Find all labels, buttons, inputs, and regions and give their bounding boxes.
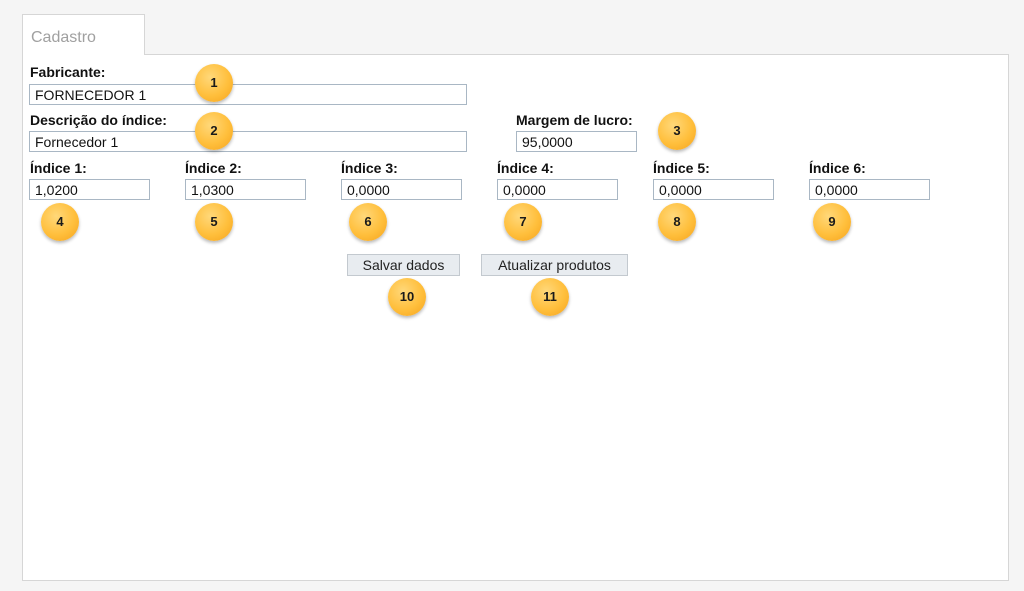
callout-badge: 5 <box>195 203 233 241</box>
indice-5-label: Índice 5: <box>653 160 710 176</box>
descricao-field[interactable] <box>29 131 467 152</box>
margem-field[interactable] <box>516 131 637 152</box>
indice-2-field[interactable] <box>185 179 306 200</box>
indice-6-field[interactable] <box>809 179 930 200</box>
fabricante-label: Fabricante: <box>30 64 106 80</box>
fabricante-field[interactable] <box>29 84 467 105</box>
indice-3-field[interactable] <box>341 179 462 200</box>
update-products-button[interactable]: Atualizar produtos <box>481 254 628 276</box>
callout-badge: 1 <box>195 64 233 102</box>
indice-5-field[interactable] <box>653 179 774 200</box>
callout-badge: 3 <box>658 112 696 150</box>
callout-badge: 4 <box>41 203 79 241</box>
descricao-label: Descrição do índice: <box>30 112 167 128</box>
callout-badge: 8 <box>658 203 696 241</box>
callout-badge: 2 <box>195 112 233 150</box>
indice-1-label: Índice 1: <box>30 160 87 176</box>
callout-badge: 11 <box>531 278 569 316</box>
callout-badge: 6 <box>349 203 387 241</box>
save-button[interactable]: Salvar dados <box>347 254 460 276</box>
callout-badge: 9 <box>813 203 851 241</box>
tab-label: Cadastro <box>31 29 96 46</box>
indice-2-label: Índice 2: <box>185 160 242 176</box>
indice-1-field[interactable] <box>29 179 150 200</box>
indice-4-field[interactable] <box>497 179 618 200</box>
tab-cadastro[interactable]: Cadastro <box>22 14 145 55</box>
callout-badge: 10 <box>388 278 426 316</box>
indice-3-label: Índice 3: <box>341 160 398 176</box>
indice-4-label: Índice 4: <box>497 160 554 176</box>
callout-badge: 7 <box>504 203 542 241</box>
margem-label: Margem de lucro: <box>516 112 633 128</box>
indice-6-label: Índice 6: <box>809 160 866 176</box>
